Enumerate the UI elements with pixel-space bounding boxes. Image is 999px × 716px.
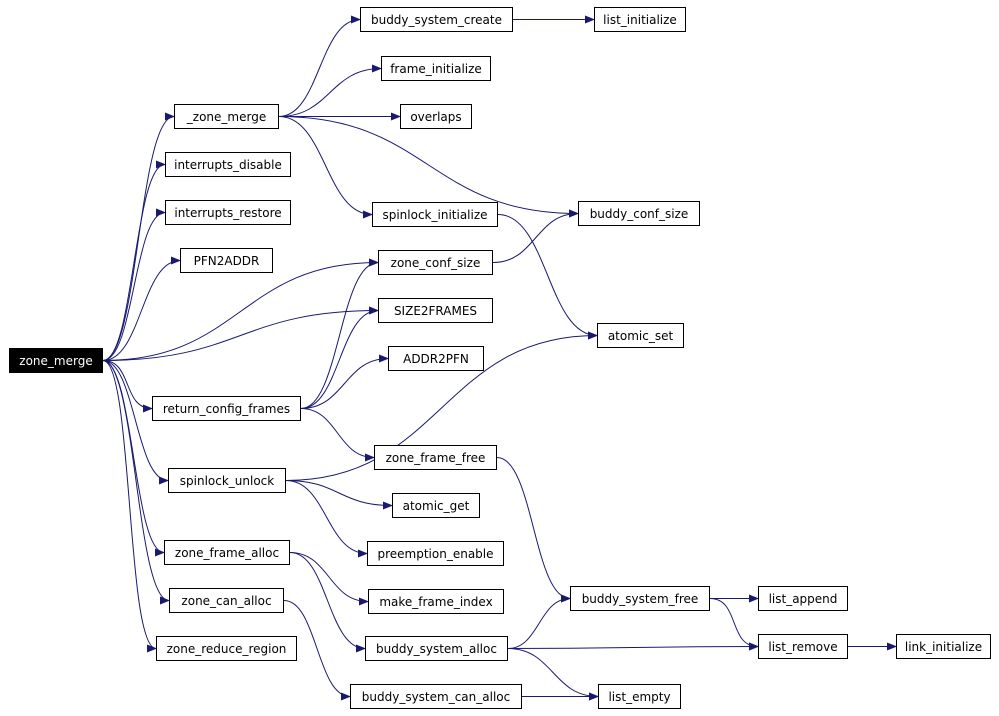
node-overlaps[interactable]: overlaps (400, 104, 472, 129)
edge-zone_merge-to-SIZE2FRAMES (102, 306, 379, 361)
edge-zone_frame_free-to-buddy_system_free (496, 457, 571, 603)
edge-zone_merge-to-_zone_merge (102, 112, 175, 361)
node-atomic_set[interactable]: atomic_set (597, 323, 684, 348)
node-buddy_conf_size[interactable]: buddy_conf_size (578, 201, 700, 226)
edge-zone_frame_alloc-to-buddy_system_alloc (289, 552, 366, 653)
node-atomic_get[interactable]: atomic_get (392, 493, 480, 518)
node-zone_conf_size[interactable]: zone_conf_size (378, 250, 493, 275)
node-SIZE2FRAMES[interactable]: SIZE2FRAMES (378, 298, 493, 323)
node-list_remove[interactable]: list_remove (758, 634, 848, 659)
edge-zone_merge-to-interrupts_disable (102, 160, 166, 361)
edge-zone_merge-to-zone_can_alloc (102, 360, 170, 605)
node-list_empty[interactable]: list_empty (598, 684, 681, 709)
edge-buddy_system_alloc-to-list_remove (507, 642, 759, 651)
node-zone_frame_alloc[interactable]: zone_frame_alloc (164, 540, 290, 565)
node-interrupts_restore[interactable]: interrupts_restore (165, 200, 291, 225)
node-spinlock_initialize[interactable]: spinlock_initialize (372, 202, 498, 227)
edge-zone_merge-to-PFN2ADDR (102, 256, 181, 361)
edge-_zone_merge-to-spinlock_initialize (278, 116, 373, 219)
edge-zone_merge-to-zone_conf_size (102, 258, 379, 361)
node-buddy_system_can_alloc[interactable]: buddy_system_can_alloc (350, 684, 522, 709)
edge-zone_merge-to-zone_reduce_region (102, 360, 157, 653)
node-make_frame_index[interactable]: make_frame_index (368, 589, 504, 614)
edge-_zone_merge-to-frame_initialize (278, 64, 382, 117)
edge-buddy_system_free-to-list_remove (709, 598, 759, 651)
node-zone_merge[interactable]: zone_merge (9, 348, 103, 373)
node-buddy_system_alloc[interactable]: buddy_system_alloc (365, 636, 508, 661)
edge-return_config_frames-to-SIZE2FRAMES (300, 306, 379, 409)
node-zone_reduce_region[interactable]: zone_reduce_region (156, 636, 297, 661)
node-spinlock_unlock[interactable]: spinlock_unlock (168, 468, 286, 493)
edge-return_config_frames-to-zone_conf_size (300, 258, 379, 409)
node-PFN2ADDR[interactable]: PFN2ADDR (180, 248, 273, 273)
node-zone_frame_free[interactable]: zone_frame_free (374, 445, 497, 470)
edge-_zone_merge-to-buddy_conf_size (278, 116, 579, 218)
node-preemption_enable[interactable]: preemption_enable (367, 541, 504, 566)
node-link_initialize[interactable]: link_initialize (896, 634, 991, 659)
node-frame_initialize[interactable]: frame_initialize (381, 56, 491, 81)
edge-zone_can_alloc-to-buddy_system_can_alloc (283, 600, 351, 701)
edge-spinlock_unlock-to-preemption_enable (285, 480, 368, 558)
edge-_zone_merge-to-buddy_system_create (278, 15, 361, 117)
node-return_config_frames[interactable]: return_config_frames (152, 396, 301, 421)
node-ADDR2PFN[interactable]: ADDR2PFN (388, 346, 484, 371)
node-zone_can_alloc[interactable]: zone_can_alloc (169, 588, 284, 613)
node-list_initialize[interactable]: list_initialize (594, 7, 686, 32)
edge-zone_merge-to-zone_frame_alloc (102, 360, 165, 557)
edge-spinlock_unlock-to-atomic_get (285, 480, 393, 510)
node-buddy_system_create[interactable]: buddy_system_create (360, 7, 513, 32)
edge-spinlock_unlock-to-atomic_set (285, 331, 598, 481)
edge-return_config_frames-to-ADDR2PFN (300, 354, 389, 409)
node-buddy_system_free[interactable]: buddy_system_free (570, 586, 710, 611)
edge-zone_merge-to-interrupts_restore (102, 208, 166, 361)
edge-zone_conf_size-to-buddy_conf_size (492, 209, 579, 263)
edge-return_config_frames-to-zone_frame_free (300, 408, 375, 462)
node-list_append[interactable]: list_append (758, 586, 848, 611)
node-_zone_merge[interactable]: _zone_merge (174, 104, 279, 129)
node-interrupts_disable[interactable]: interrupts_disable (165, 152, 291, 177)
edge-zone_frame_alloc-to-make_frame_index (289, 552, 369, 606)
edge-zone_merge-to-return_config_frames (102, 360, 153, 413)
edge-buddy_system_alloc-to-list_empty (507, 648, 599, 701)
edge-spinlock_initialize-to-atomic_set (497, 214, 598, 340)
edge-zone_merge-to-spinlock_unlock (102, 360, 169, 485)
edge-buddy_system_alloc-to-buddy_system_free (507, 594, 571, 649)
